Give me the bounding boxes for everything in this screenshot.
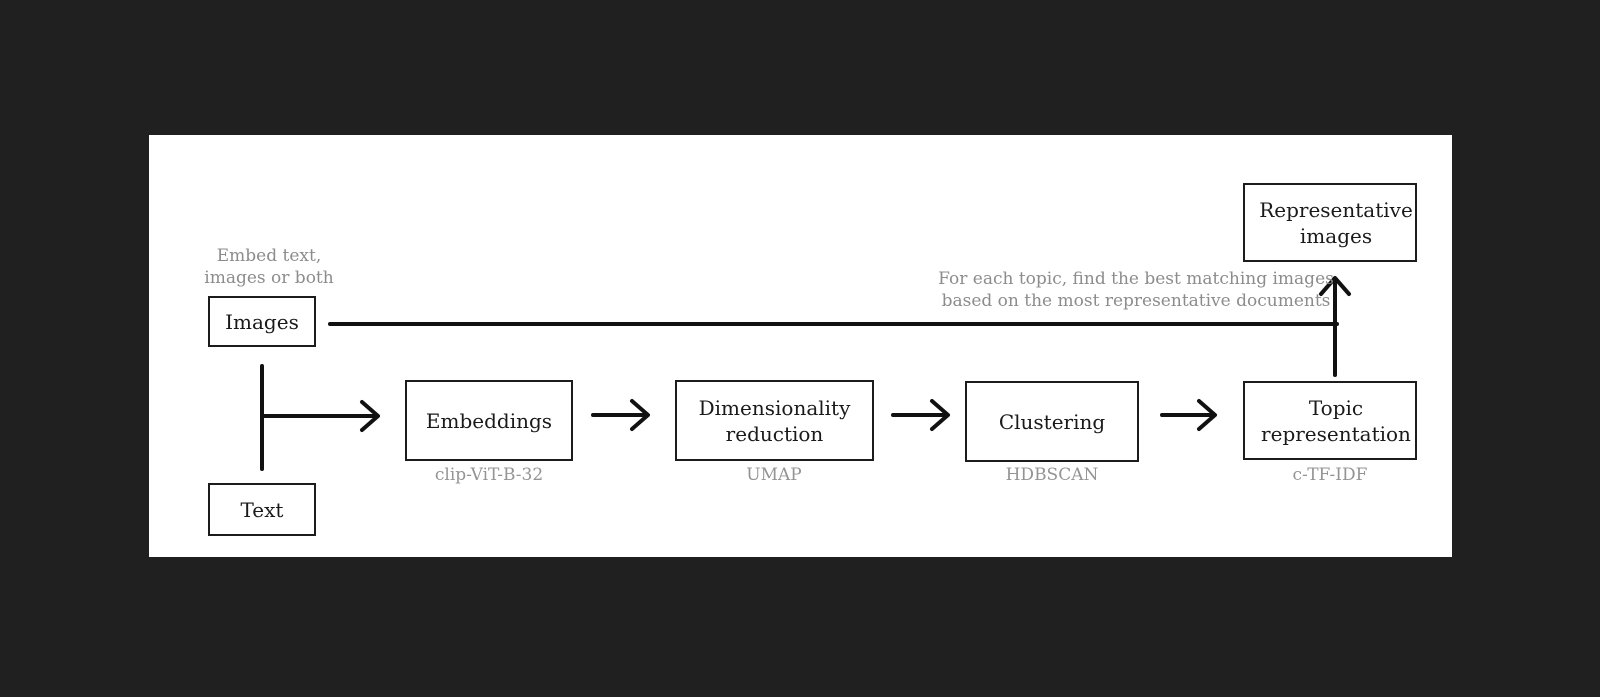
annotation-embed-line2: images or both [204, 268, 334, 288]
arrow-right-head-icon [1197, 399, 1217, 431]
sublabel-clip-vit-b-32: clip-ViT-B-32 [434, 465, 544, 485]
annotation-embed: Embed text, images or both [169, 245, 369, 289]
node-text-label: Text [240, 497, 284, 522]
node-images-label: Images [225, 309, 299, 334]
node-topic-line1: Topic [1308, 395, 1364, 420]
node-dimred-line2: reduction [725, 421, 824, 446]
diagram-canvas: Embed text, images or both For each topi… [149, 135, 1452, 557]
node-dimensionality-reduction: Dimensionality reduction [675, 380, 874, 461]
node-representative-images: Representative images [1243, 183, 1417, 262]
annotation-embed-line1: Embed text, [216, 246, 322, 266]
arrow-right-head-icon [930, 399, 950, 431]
node-repimages-line1: Representative [1259, 197, 1413, 222]
arrow-right-head-icon [360, 400, 380, 432]
arrow-right-head-icon [630, 399, 650, 431]
annotation-match: For each topic, find the best matching i… [886, 268, 1386, 312]
sublabel-hdbscan: HDBSCAN [1005, 465, 1099, 485]
node-repimages-line2: images [1299, 223, 1373, 248]
node-embeddings: Embeddings [405, 380, 573, 461]
annotation-match-line1: For each topic, find the best matching i… [938, 269, 1334, 289]
node-topic-representation: Topic representation [1243, 381, 1417, 460]
node-dimred-line1: Dimensionality [698, 395, 851, 420]
node-topic-line2: representation [1261, 421, 1411, 446]
sublabel-c-tf-idf: c-TF-IDF [1292, 465, 1368, 485]
node-text: Text [208, 483, 316, 536]
node-clustering-label: Clustering [998, 409, 1106, 434]
sublabel-umap: UMAP [746, 465, 802, 485]
node-embeddings-label: Embeddings [425, 408, 553, 433]
annotation-match-line2: based on the most representative documen… [941, 291, 1331, 311]
node-clustering: Clustering [965, 381, 1139, 462]
node-images: Images [208, 296, 316, 347]
